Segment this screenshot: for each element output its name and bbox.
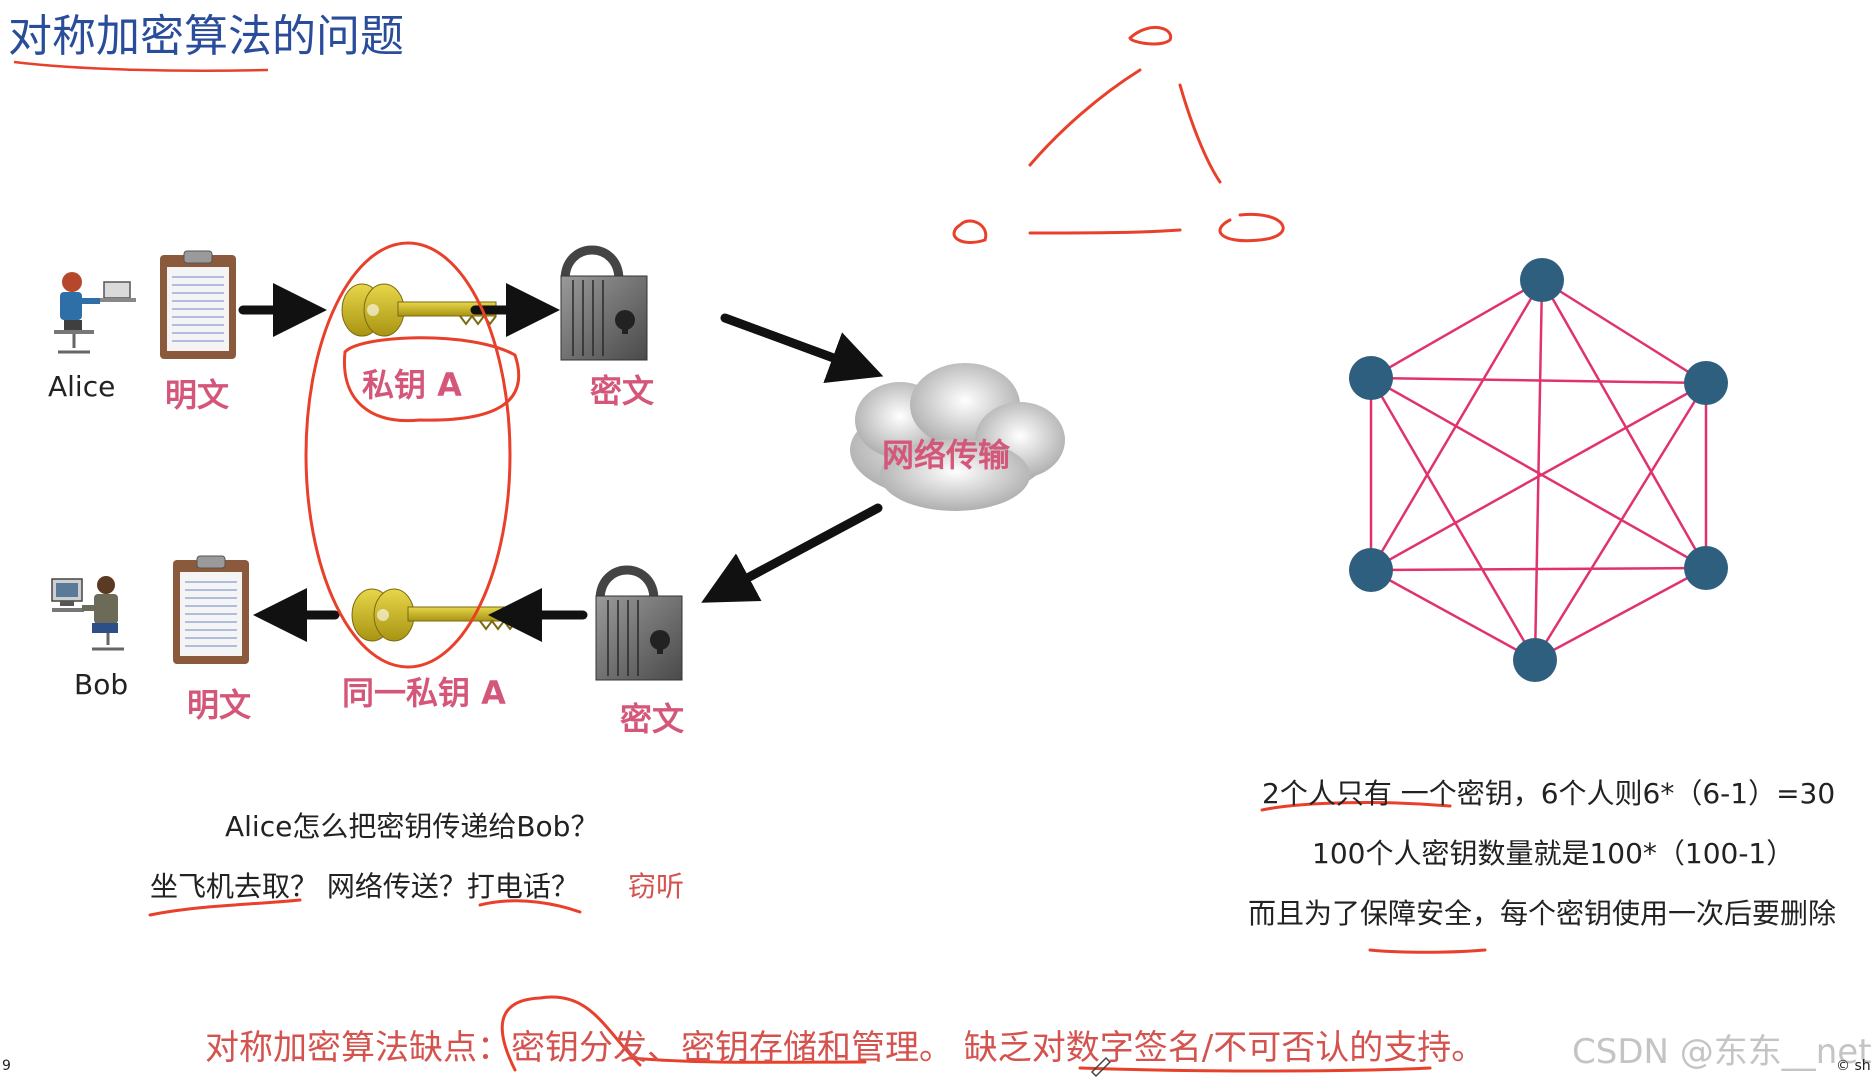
title-underline	[13, 60, 269, 72]
drawbacks-text: 对称加密算法缺点：密钥分发、密钥存储和管理。 缺乏对数字签名/不可否认的支持。	[205, 1028, 1486, 1068]
flow-arrows	[238, 283, 884, 642]
ciphertext-label-top: 密文	[590, 372, 655, 410]
plaintext-label-bottom: 明文	[187, 686, 252, 724]
watermark: CSDN @东东__net	[1572, 1032, 1872, 1072]
network-cloud-icon	[850, 363, 1065, 511]
network-transfer-label: 网络传输	[882, 436, 1011, 474]
key-count-line-1: 2个人只有 一个密钥，6个人则6*（6-1）=30	[1262, 777, 1836, 810]
lock-icon-top	[560, 245, 648, 361]
key-count-line-2: 100个人密钥数量就是100*（100-1）	[1312, 837, 1795, 870]
six-node-mesh-graph	[1349, 258, 1728, 682]
pen-cursor-icon	[1090, 1056, 1112, 1078]
page-number: 9	[2, 1058, 11, 1074]
alice-label: Alice	[48, 370, 116, 403]
bob-user-icon	[51, 576, 124, 651]
mesh-node	[1684, 361, 1728, 405]
question-options: 坐飞机去取？ 网络传送？打电话？	[150, 870, 579, 903]
lock-icon-bottom	[595, 565, 683, 681]
ciphertext-label-bottom: 密文	[620, 700, 685, 738]
handwritten-annotations	[148, 25, 1487, 1073]
key-icon-bottom	[351, 588, 519, 642]
mesh-node	[1520, 258, 1564, 302]
mesh-node	[1349, 548, 1393, 592]
mesh-node	[1349, 356, 1393, 400]
plaintext-clipboard-icon-top	[160, 250, 236, 359]
plaintext-label-top: 明文	[165, 376, 230, 414]
mesh-node	[1513, 638, 1557, 682]
key-count-line-3: 而且为了保障安全，每个密钥使用一次后要删除	[1248, 897, 1837, 930]
alice-user-icon	[54, 272, 136, 354]
question-line: Alice怎么把密钥传递给Bob？	[225, 810, 599, 843]
private-key-a-label: 私钥 A	[362, 366, 462, 404]
eavesdrop-note: 窃听	[628, 870, 685, 903]
copyright-text: © sh	[1836, 1058, 1871, 1074]
key-icon-top	[341, 283, 497, 337]
bob-label: Bob	[74, 668, 129, 701]
page-title: 对称加密算法的问题	[8, 11, 404, 62]
plaintext-clipboard-icon-bottom	[173, 555, 249, 664]
mesh-node	[1684, 546, 1728, 590]
same-private-key-a-label: 同一私钥 A	[342, 674, 506, 712]
